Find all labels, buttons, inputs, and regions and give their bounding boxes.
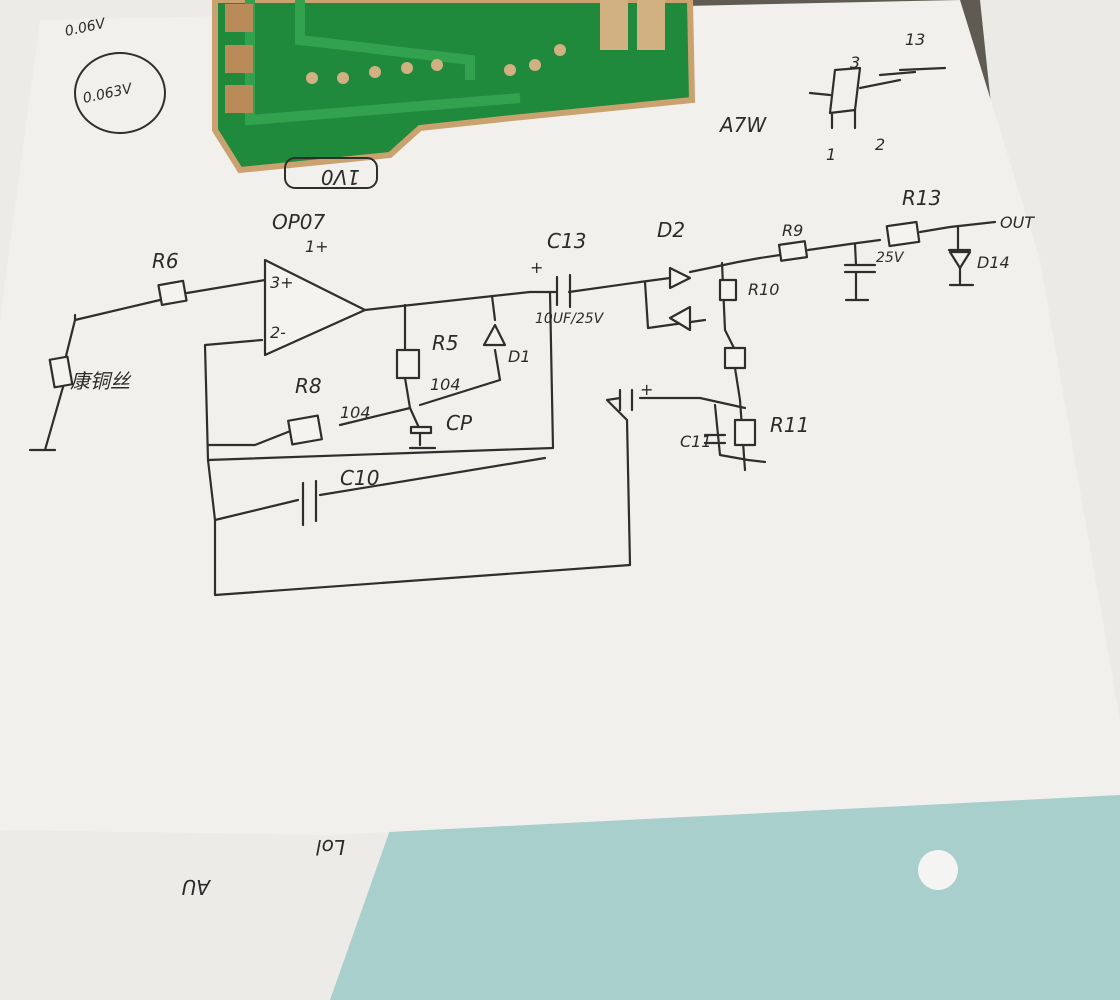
label-r8: R8 <box>295 374 322 398</box>
label-c10: C10 <box>340 466 379 490</box>
diode-feedback <box>668 305 692 332</box>
note-circle-top-left <box>74 52 166 134</box>
circuit-diagram <box>28 52 997 597</box>
diode-d1 <box>482 323 507 347</box>
label-c13: C13 <box>547 229 586 253</box>
resistor-r9 <box>777 240 809 262</box>
resistor-r11 <box>733 418 757 447</box>
label-bottom-note-1: AU <box>181 875 212 899</box>
label-ic: A7W <box>718 113 767 137</box>
resistor-r5 <box>395 348 421 380</box>
label-cp: CP <box>446 411 473 435</box>
main-paper <box>0 0 1120 835</box>
label-r5: R5 <box>432 331 459 355</box>
label-r13: R13 <box>902 186 941 210</box>
label-ic-pin3: 3 <box>850 53 860 72</box>
label-r10: R10 <box>748 280 779 299</box>
label-r8-value: 104 <box>340 403 371 422</box>
punch-hole <box>918 850 958 890</box>
diode-d14 <box>948 250 972 270</box>
label-r11: R11 <box>770 413 809 437</box>
label-d14: D14 <box>977 253 1010 272</box>
side-ic-sketch <box>808 66 947 130</box>
bottom-left-paper <box>0 830 390 1000</box>
label-opamp: OP07 <box>272 210 326 234</box>
label-top-pin: 13 <box>905 30 925 49</box>
pcb-board <box>212 0 696 174</box>
label-bottom-note-2: Lol <box>316 835 345 859</box>
resistor-r13 <box>885 220 921 248</box>
label-plus-bottom: + <box>640 380 653 399</box>
label-sensor: 康铜丝 <box>70 369 132 393</box>
label-pin1: 1+ <box>305 237 329 256</box>
label-plus-c13: + <box>530 258 543 277</box>
label-ic-pin1: 1 <box>826 145 836 164</box>
opamp-op07 <box>263 258 367 357</box>
label-d2: D2 <box>657 218 685 242</box>
label-c13-value: 10UF/25V <box>535 311 605 327</box>
resistor-r6 <box>157 279 188 307</box>
label-cap-value: 25V <box>876 250 905 266</box>
resistor-r10b <box>723 346 747 370</box>
label-pin2: 2- <box>270 323 286 342</box>
diode-d2 <box>668 266 692 290</box>
label-ic-pin2: 2 <box>875 135 885 154</box>
resistor-r10 <box>718 278 738 302</box>
pcb-tag-box <box>284 157 378 189</box>
label-c11: C11 <box>680 432 712 451</box>
label-out: OUT <box>1000 213 1035 232</box>
capacitor-cp <box>409 425 433 435</box>
label-d1: D1 <box>508 347 531 366</box>
teal-sheet <box>330 785 1120 1000</box>
label-pin3: 3+ <box>270 273 294 292</box>
label-r5-value: 104 <box>430 375 461 394</box>
label-r6: R6 <box>152 249 179 273</box>
label-pcb-tag: 1V0 <box>321 165 360 189</box>
resistor-r8 <box>287 414 323 446</box>
sensor-element <box>48 355 74 389</box>
label-r9: R9 <box>782 221 803 240</box>
